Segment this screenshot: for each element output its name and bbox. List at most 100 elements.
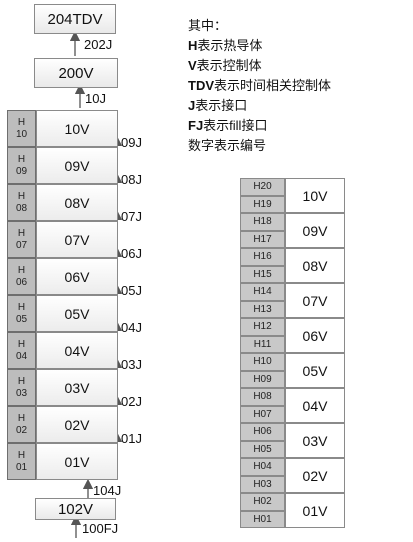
heat-conductor-letter: H: [17, 338, 26, 350]
box-204tdv: 204TDV: [34, 4, 116, 34]
control-volume-cell: 03V: [36, 369, 118, 406]
legend-row: FJ表示fill接口: [188, 116, 331, 136]
heat-conductor-letter: H: [17, 412, 26, 424]
label-10j: 10J: [85, 91, 106, 106]
control-volume-cell: 01V: [36, 443, 118, 480]
junction-label: 09J: [121, 135, 142, 150]
heat-conductor-cell: H02: [240, 493, 285, 511]
legend-key: TDV: [188, 78, 214, 93]
label-104j: 104J: [93, 483, 122, 498]
junction-label: 08J: [121, 172, 142, 187]
control-volume-cell: 05V: [285, 353, 345, 388]
junction-label: 06J: [121, 246, 142, 261]
heat-conductor-letter: H: [17, 153, 26, 165]
heat-conductor-cell: H10: [240, 353, 285, 371]
heat-conductor-number: 01: [15, 461, 28, 473]
legend-key: J: [188, 98, 196, 113]
box-102v: 102V: [35, 498, 116, 520]
heat-conductor-letter: H: [17, 301, 26, 313]
heat-conductor-cell: H12: [240, 318, 285, 336]
legend-row: J表示接口: [188, 96, 331, 116]
heat-conductor-letter: H: [17, 264, 26, 276]
label-202j: 202J: [84, 37, 113, 52]
legend-text: 数字表示编号: [188, 138, 267, 153]
heat-conductor-number: 06: [15, 276, 28, 288]
control-volume-cell: 04V: [285, 388, 345, 423]
control-volume-cell: 05V: [36, 295, 118, 332]
heat-conductor-cell: H11: [240, 335, 285, 353]
heat-conductor-number: 04: [15, 350, 28, 362]
legend-key: FJ: [188, 118, 204, 133]
legend-row: 数字表示编号: [188, 136, 331, 156]
heat-conductor-cell: H14: [240, 283, 285, 301]
legend-text: 表示控制体: [196, 58, 262, 73]
box-200v: 200V: [34, 58, 118, 88]
heat-conductor-cell: H03: [240, 475, 285, 493]
legend-text: 表示热导体: [197, 38, 263, 53]
heat-conductor-cell: H07: [240, 405, 285, 423]
control-volume-cell: 06V: [36, 258, 118, 295]
heat-conductor-number: 07: [15, 239, 28, 251]
junction-label: 03J: [121, 357, 142, 372]
heat-conductor-letter: H: [17, 449, 26, 461]
heat-conductor-cell: H06: [240, 423, 285, 441]
heat-conductor-number: 03: [15, 387, 28, 399]
heat-conductor-cell: H09: [240, 370, 285, 388]
heat-conductor-letter: H: [17, 190, 26, 202]
legend-text: 表示时间相关控制体: [214, 78, 332, 93]
control-volume-cell: 10V: [285, 178, 345, 213]
control-volume-cell: 09V: [36, 147, 118, 184]
control-volume-cell: 03V: [285, 423, 345, 458]
heat-conductor-cell: H15: [240, 265, 285, 283]
heat-conductor-cell: H04: [240, 458, 285, 476]
heat-conductor-number: 02: [15, 424, 28, 436]
legend-text: 表示fill接口: [203, 118, 268, 133]
heat-conductor-letter: H: [17, 227, 26, 239]
control-volume-cell: 07V: [36, 221, 118, 258]
heat-conductor-cell: H16: [240, 248, 285, 266]
junction-label: 05J: [121, 283, 142, 298]
heat-conductor-number: 05: [15, 313, 28, 325]
junction-label: 01J: [121, 431, 142, 446]
heat-conductor-cell: H20: [240, 178, 285, 196]
heat-conductor-cell: H05: [240, 440, 285, 458]
control-volume-cell: 08V: [285, 248, 345, 283]
control-volume-cell: 04V: [36, 332, 118, 369]
heat-conductor-number: 09: [15, 165, 28, 177]
control-volume-cell: 02V: [36, 406, 118, 443]
heat-conductor-cell: H17: [240, 230, 285, 248]
legend-row: TDV表示时间相关控制体: [188, 76, 331, 96]
heat-conductor-cell: H08: [240, 388, 285, 406]
control-volume-cell: 06V: [285, 318, 345, 353]
junction-label: 02J: [121, 394, 142, 409]
heat-conductor-cell: H01: [240, 510, 285, 528]
control-volume-cell: 02V: [285, 458, 345, 493]
junction-label: 04J: [121, 320, 142, 335]
control-volume-cell: 01V: [285, 493, 345, 528]
junction-label: 07J: [121, 209, 142, 224]
heat-conductor-number: 08: [15, 202, 28, 214]
heat-conductor-cell: H13: [240, 300, 285, 318]
legend-row: H表示热导体: [188, 36, 331, 56]
heat-conductor-letter: H: [17, 116, 26, 128]
control-volume-cell: 07V: [285, 283, 345, 318]
control-volume-cell: 09V: [285, 213, 345, 248]
control-volume-cell: 10V: [36, 110, 118, 147]
legend-row: V表示控制体: [188, 56, 331, 76]
heat-conductor-number: 10: [15, 128, 28, 140]
control-volume-cell: 08V: [36, 184, 118, 221]
heat-conductor-cell: H18: [240, 213, 285, 231]
legend-text: 表示接口: [195, 98, 248, 113]
heat-conductor-cell: H19: [240, 195, 285, 213]
heat-conductor-letter: H: [17, 375, 26, 387]
